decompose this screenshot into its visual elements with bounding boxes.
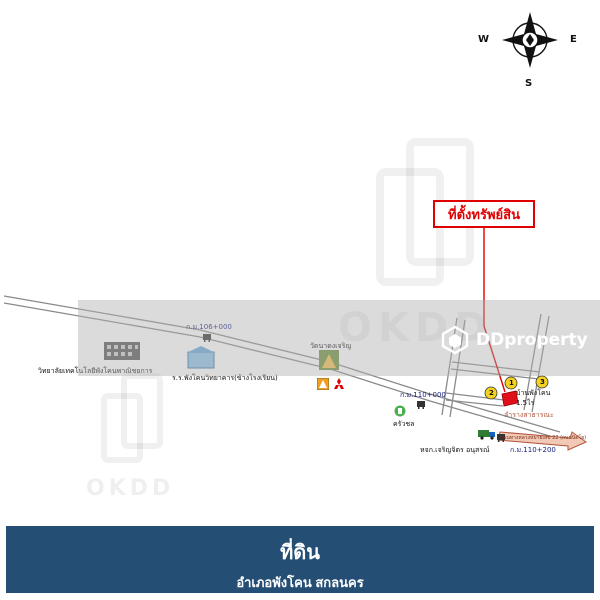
college-label: วิทยาลัยเทคโนโลยีพังโคนพาณิชยการ (38, 367, 153, 375)
school-building-icon (186, 346, 216, 369)
okdd-watermark-logo-small-icon (101, 373, 163, 463)
mitsubishi-logo-icon (334, 378, 344, 389)
restaurant-icon (394, 405, 406, 417)
marker-1-label: 1 (509, 379, 514, 387)
ddproperty-logo: DDproperty (440, 325, 588, 355)
college-building-icon (104, 342, 140, 360)
krua-label: ครัวชล (393, 420, 415, 428)
marker-2-icon (484, 386, 498, 400)
listing-watermark-band (78, 300, 600, 376)
map-canvas: OKDD OKDD W E S (3, 8, 600, 501)
school-label: ร.ร.พังโคนวิทยาคาร(ข้างโรงเรียน) (172, 374, 278, 382)
shop-truck-icon (478, 430, 495, 440)
warning-sign-icon (317, 378, 329, 390)
temple-label: วัดนาดงเจริญ (310, 342, 352, 350)
place-name-label: บ้านพังโคน (516, 389, 551, 397)
okdd-watermark-large: OKDD (338, 305, 494, 351)
road-network (3, 228, 588, 451)
shop-label: หจก.เจริญจิตร อนุสรณ์ (420, 446, 490, 454)
km-marker-110-icon (417, 401, 425, 409)
marker-3-icon (535, 375, 549, 389)
property-location-callout: ที่ตั้งทรัพย์สิน (433, 200, 535, 228)
creek-label: ลำรางสาธารณะ (504, 411, 554, 419)
km-marker-110-200-icon (497, 434, 505, 442)
footer-subtitle: อำเภอพังโคน สกลนคร (236, 575, 364, 590)
road-name-label: ถนนทางหลวงหมายเลข 22 (ถนนนิตโย) (500, 435, 587, 441)
marker-1-icon (504, 376, 518, 390)
compass: W E S (478, 8, 582, 94)
marker-2-label: 2 (489, 389, 494, 397)
okdd-watermark-small: OKDD (86, 476, 175, 501)
footer-banner: ที่ดิน อำเภอพังโคน สกลนคร (6, 526, 594, 593)
compass-east-label: E (570, 34, 577, 45)
temple-icon (319, 350, 339, 370)
compass-rose-icon (502, 12, 558, 68)
marker-3-label: 3 (540, 378, 545, 386)
km-106-label: ก.ม.106+000 (186, 323, 232, 331)
compass-west-label: W (478, 34, 490, 45)
plot-code-label: 1.5ไร่ (516, 399, 535, 407)
compass-south-label: S (525, 78, 533, 89)
km-110-label: ก.ม.110+000 (400, 391, 446, 399)
ddproperty-logo-icon (441, 325, 469, 355)
ddproperty-logo-text: DDproperty (476, 330, 588, 350)
km-110-200-label: ก.ม.110+200 (510, 446, 556, 454)
km-marker-106-icon (203, 334, 211, 342)
footer-title: ที่ดิน (280, 542, 320, 564)
